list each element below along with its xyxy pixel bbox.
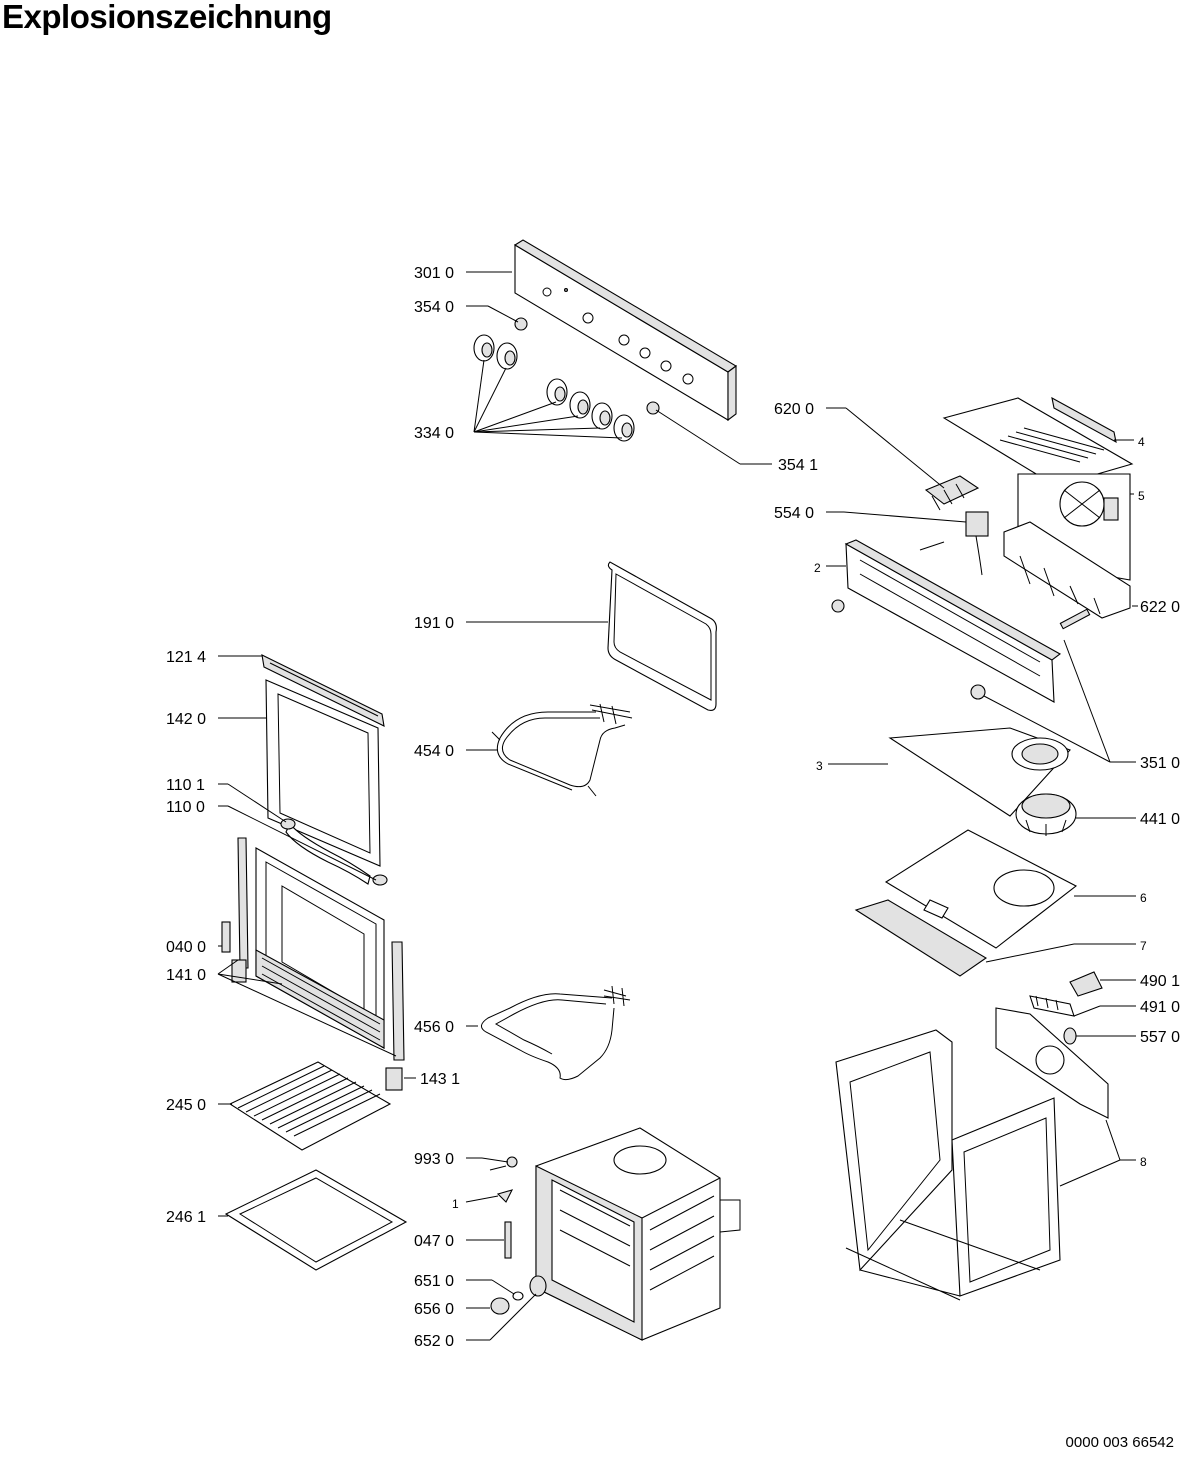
- part-label-334-0: 334 0: [414, 425, 454, 442]
- part-label-3: 3: [816, 759, 823, 773]
- part-label-441-0: 441 0: [1140, 811, 1180, 828]
- control-knob-group: [473, 334, 635, 442]
- oven-cavity-part: [535, 1127, 741, 1341]
- part-label-246-1: 246 1: [166, 1209, 206, 1226]
- thermostat-part: [919, 511, 989, 576]
- part-labels: 301 0 354 0 334 0 354 1 620 0 4 5 554 0 …: [166, 265, 1180, 1350]
- part-label-491-0: 491 0: [1140, 999, 1180, 1016]
- part-label-301-0: 301 0: [414, 265, 454, 282]
- indicator-lamp-part: [514, 317, 528, 331]
- part-label-554-0: 554 0: [774, 505, 814, 522]
- document-number: 0000 003 66542: [1065, 1434, 1174, 1451]
- part-label-121-4: 121 4: [166, 649, 206, 666]
- part-label-143-1: 143 1: [420, 1071, 460, 1088]
- part-label-620-0: 620 0: [774, 401, 814, 418]
- selector-switch-part: [924, 475, 980, 511]
- oven-housing-part: [835, 1007, 1109, 1301]
- part-label-191-0: 191 0: [414, 615, 454, 632]
- part-label-4: 4: [1138, 435, 1145, 449]
- part-label-141-0: 141 0: [166, 967, 206, 984]
- door-top-trim-part: [261, 654, 385, 727]
- leader-lines: [217, 271, 1138, 1341]
- part-label-2: 2: [814, 561, 821, 575]
- part-label-1: 1: [452, 1197, 459, 1211]
- part-label-040-0: 040 0: [166, 939, 206, 956]
- control-panel-part: [513, 239, 737, 422]
- part-label-456-0: 456 0: [414, 1019, 454, 1036]
- door-hinge-part: [385, 1067, 403, 1091]
- front-frame-part: [831, 539, 1091, 703]
- cover-strip-part: [854, 899, 988, 977]
- part-label-351-0: 351 0: [1140, 755, 1180, 772]
- insulation-plate-part: [884, 829, 1078, 949]
- part-label-142-0: 142 0: [166, 711, 206, 728]
- part-label-8: 8: [1140, 1155, 1147, 1169]
- small-hardware-group: [489, 1156, 547, 1315]
- part-label-454-0: 454 0: [414, 743, 454, 760]
- electrical-components-group: [1029, 971, 1103, 1045]
- part-label-651-0: 651 0: [414, 1273, 454, 1290]
- bottom-heating-element-part: [481, 985, 631, 1081]
- part-label-245-0: 245 0: [166, 1097, 206, 1114]
- top-heating-element-part: [491, 703, 633, 797]
- convection-fan-part: [1015, 793, 1077, 836]
- fan-cover-part: [888, 727, 1071, 817]
- door-seal-part: [607, 561, 717, 711]
- part-label-6: 6: [1140, 891, 1147, 905]
- page-title: Explosionszeichnung: [2, 0, 332, 35]
- door-handle-part: [280, 818, 388, 886]
- part-label-5: 5: [1138, 489, 1145, 503]
- part-label-993-0: 993 0: [414, 1151, 454, 1168]
- part-label-557-0: 557 0: [1140, 1029, 1180, 1046]
- indicator-lamp-part: [646, 401, 660, 415]
- part-label-622-0: 622 0: [1140, 599, 1180, 616]
- part-label-110-1: 110 1: [166, 777, 205, 794]
- part-label-354-1: 354 1: [778, 457, 818, 474]
- part-label-047-0: 047 0: [414, 1233, 454, 1250]
- outer-door-glass-part: [265, 679, 381, 867]
- switch-block-part: [1003, 521, 1131, 619]
- part-label-110-0: 110 0: [166, 799, 205, 816]
- part-label-652-0: 652 0: [414, 1333, 454, 1350]
- baking-tray-part: [224, 1169, 408, 1271]
- wire-shelf-part: [228, 1061, 392, 1151]
- part-label-7: 7: [1140, 939, 1147, 953]
- part-label-354-0: 354 0: [414, 299, 454, 316]
- part-label-490-1: 490 1: [1140, 973, 1180, 990]
- inner-door-part: [221, 837, 405, 1061]
- part-label-656-0: 656 0: [414, 1301, 454, 1318]
